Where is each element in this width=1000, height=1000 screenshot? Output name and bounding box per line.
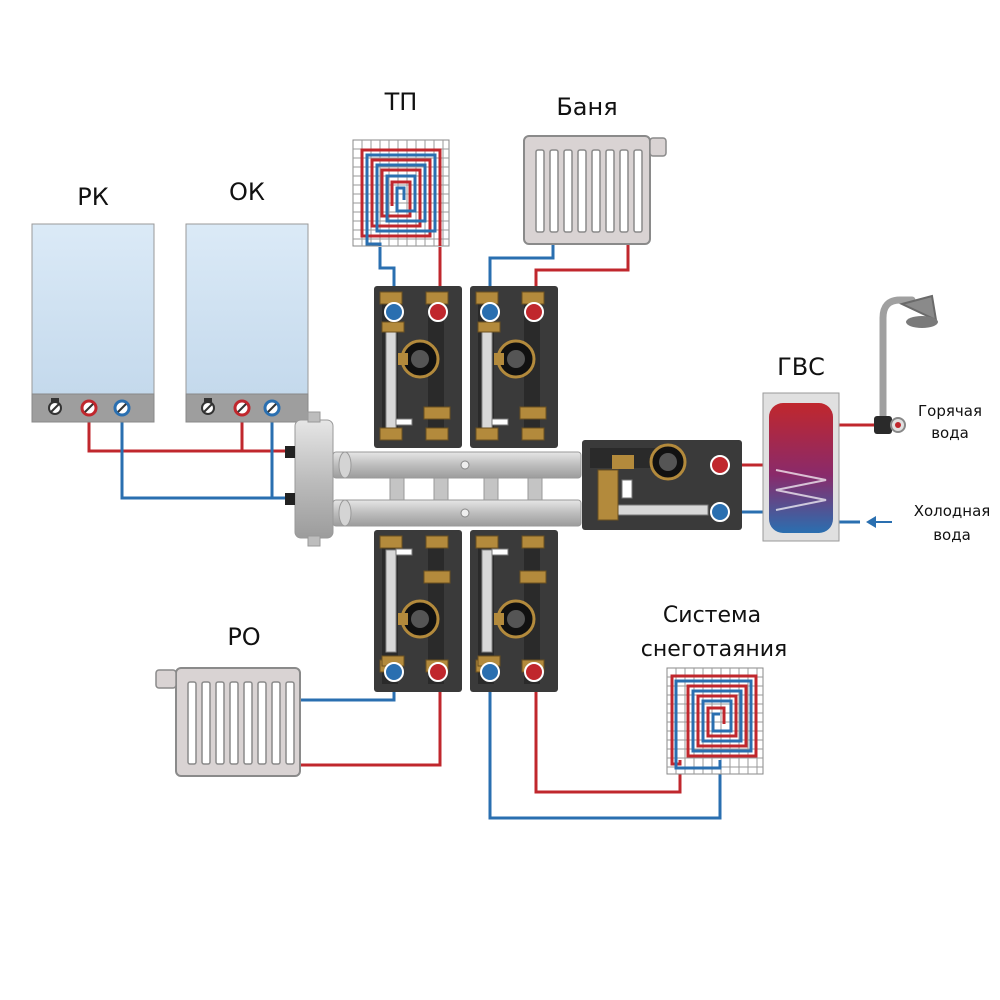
radiator-ro-valve-icon <box>155 669 177 689</box>
tank-coil <box>775 469 827 511</box>
hot-water-tank <box>762 392 840 542</box>
snow-cold-coil <box>674 679 753 770</box>
radiator-banya-valve-icon <box>649 137 667 157</box>
pump-module-ro <box>374 530 462 692</box>
pump-module-tp-cold-port-icon <box>384 302 404 322</box>
radiator-banya <box>523 135 667 245</box>
manifold-supply-bar <box>332 451 582 479</box>
boiler-ok-body <box>185 223 309 395</box>
label-banya: Баня <box>556 93 617 121</box>
pump-module-snow <box>470 530 558 692</box>
banya-hot-pipe <box>534 245 630 300</box>
gvs-cold-port-icon <box>710 502 730 522</box>
label-cold-water-line1: Холодная <box>914 502 991 520</box>
label-hot-water-line2: вода <box>931 424 969 442</box>
ro-hot-pipe <box>300 672 442 767</box>
label-rk: РК <box>77 183 109 211</box>
tp-hot-coil <box>360 148 442 246</box>
radiator-ro <box>155 667 301 777</box>
distribution-manifold <box>332 451 582 527</box>
gvs-hot-port-icon <box>710 455 730 475</box>
banya-cold-pipe <box>488 245 555 300</box>
pump-module-ro-cold-port-icon <box>384 662 404 682</box>
label-ro: РО <box>227 623 260 651</box>
label-ok: ОК <box>229 178 265 206</box>
pump-module-banya-hot-port-icon <box>524 302 544 322</box>
pump-module-snow-cold-port-icon <box>480 662 500 682</box>
tp-cold-pipe <box>378 247 396 300</box>
pump-module-snow-hot-port-icon <box>524 662 544 682</box>
snow-cold-pipe <box>488 672 722 820</box>
pump-module-ro-hot-port-icon <box>428 662 448 682</box>
floor-heating-grid-tp <box>352 139 450 247</box>
label-snow-line1: Система <box>663 603 761 628</box>
manifold-return-bar <box>332 499 582 527</box>
shower-icon <box>874 294 938 434</box>
label-gvs: ГВС <box>777 353 825 381</box>
snow-melting-grid <box>666 667 764 775</box>
boiler-ok <box>185 223 309 423</box>
label-cold-water-line2: вода <box>933 526 971 544</box>
snow-hot-coil <box>670 674 758 766</box>
pump-module-banya <box>470 286 558 448</box>
cold-water-arrow-icon <box>866 516 892 528</box>
pump-module-tp <box>374 286 462 448</box>
tp-cold-coil <box>365 153 437 246</box>
pump-module-tp-hot-port-icon <box>428 302 448 322</box>
pump-module-gvs <box>582 440 742 530</box>
boiler-rk <box>31 223 155 423</box>
rk-cold-pipe <box>120 412 300 500</box>
snow-hot-pipe <box>534 672 682 794</box>
label-tp: ТП <box>384 88 418 116</box>
label-hot-water-line1: Горячая <box>918 402 982 420</box>
hydraulic-separator <box>285 411 334 547</box>
pump-module-banya-cold-port-icon <box>480 302 500 322</box>
rk-hot-pipe <box>87 412 300 453</box>
label-snow-line2: снеготаяния <box>641 637 787 662</box>
boiler-rk-body <box>31 223 155 395</box>
